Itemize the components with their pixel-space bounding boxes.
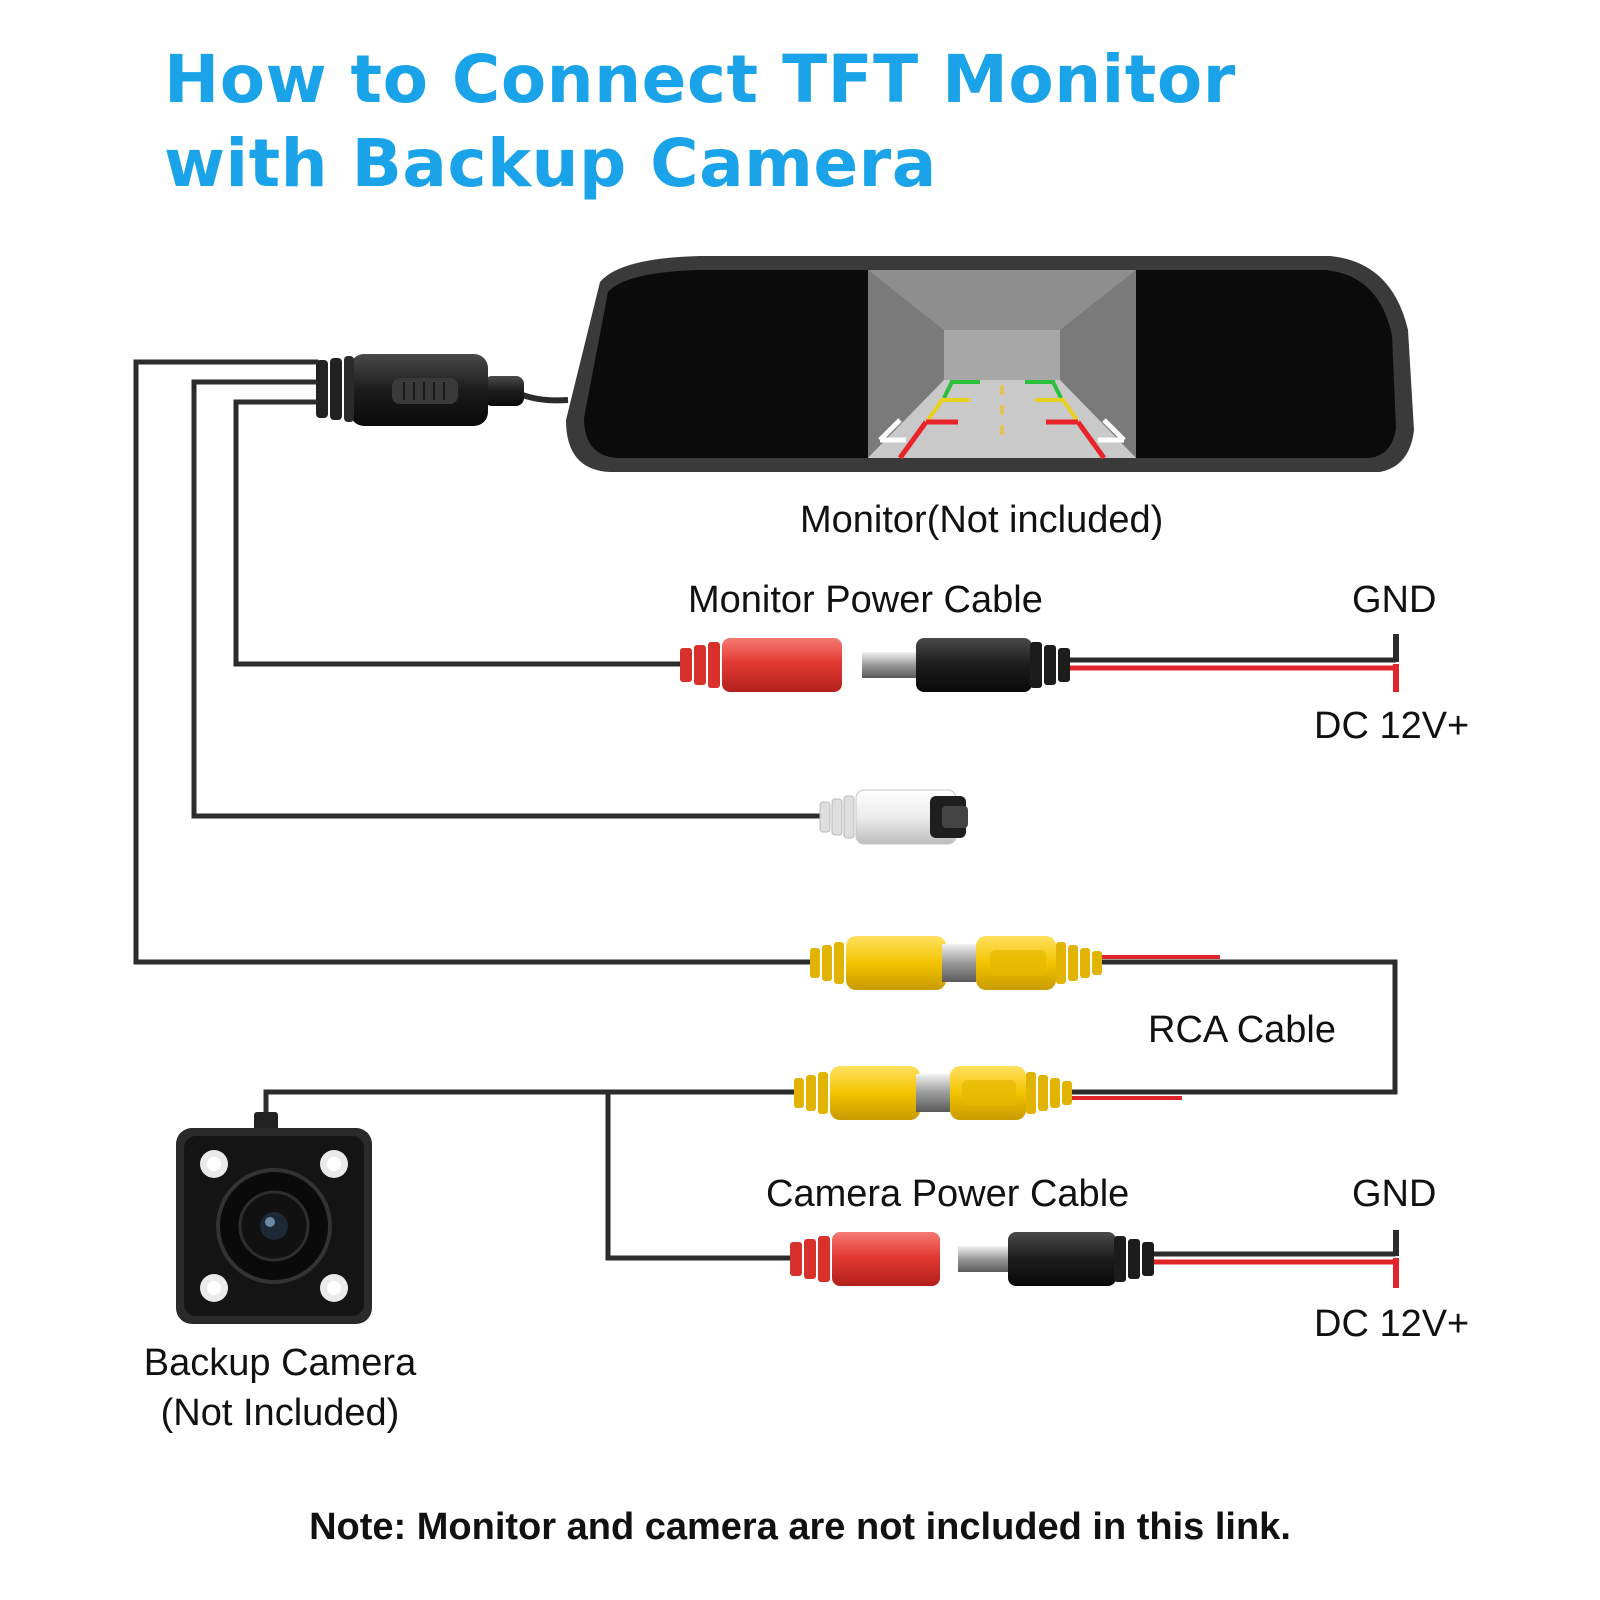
camera-power-cable-label: Camera Power Cable <box>766 1173 1130 1215</box>
rca-bottom-female-plug <box>950 1066 1072 1120</box>
backup-camera-label: Backup Camera (Not Included) <box>80 1338 480 1438</box>
diagram-title: How to Connect TFT Monitor with Backup C… <box>164 38 1236 206</box>
backup-camera-label-line-2: (Not Included) <box>160 1392 400 1434</box>
footer-note: Note: Monitor and camera are not include… <box>309 1506 1291 1548</box>
rearview-mirror-monitor-icon <box>566 256 1414 472</box>
wire-video-out <box>133 359 820 965</box>
camera-power-female-plug <box>790 1232 940 1286</box>
backup-camera-icon <box>176 1112 372 1324</box>
monitor-label: Monitor(Not included) <box>800 499 1164 541</box>
monitor-multi-pin-connector <box>316 354 524 426</box>
rca-top-female-plug <box>976 936 1102 990</box>
monitor-power-cable-label: Monitor Power Cable <box>688 579 1043 621</box>
rca-cable-label: RCA Cable <box>1148 1009 1336 1051</box>
rca-bottom-male-plug <box>794 1066 950 1120</box>
wire-white-plug <box>191 379 820 819</box>
backup-camera-label-line-1: Backup Camera <box>143 1342 417 1384</box>
dc-12v-label-top: DC 12V+ <box>1314 705 1470 747</box>
title-line-1: How to Connect TFT Monitor <box>164 41 1236 118</box>
wire-camera-power <box>605 1092 790 1261</box>
wire-rca-loop <box>1070 959 1398 1095</box>
title-line-2: with Backup Camera <box>164 125 937 202</box>
wire-camera-video <box>263 1089 794 1128</box>
rca-top-male-plug <box>810 936 976 990</box>
gnd-label-top: GND <box>1352 579 1437 621</box>
dc-12v-label-bottom: DC 12V+ <box>1314 1303 1470 1345</box>
white-rca-plug <box>819 789 968 845</box>
monitor-power-male-plug <box>862 638 1070 692</box>
monitor-power-female-plug <box>680 638 842 692</box>
camera-power-male-plug <box>958 1232 1154 1286</box>
wire-monitor-power <box>233 399 680 667</box>
gnd-label-bottom: GND <box>1352 1173 1437 1215</box>
